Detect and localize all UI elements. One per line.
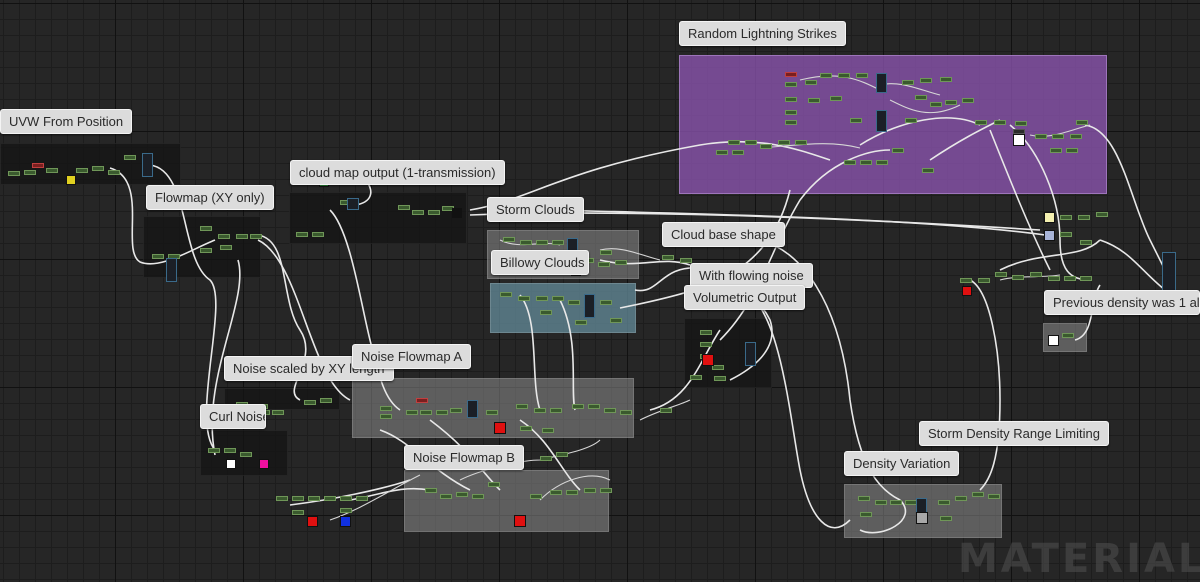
yellow-swatch [66,175,76,185]
comment-title-noise-flowmap-b[interactable]: Noise Flowmap B [404,445,524,470]
material-watermark: MATERIAL [958,536,1200,582]
comment-title-curl-noise[interactable]: Curl Noise [200,404,266,429]
comment-title-cloud-base-shape[interactable]: Cloud base shape [662,222,785,247]
comment-title-billowy-clouds[interactable]: Billowy Clouds [491,250,589,275]
comment-title-flowmap-xy-only[interactable]: Flowmap (XY only) [146,185,274,210]
comment-box-noise-flowmap-a[interactable] [352,378,634,438]
comment-box-random-lightning-strikes[interactable] [679,55,1107,194]
comment-title-volumetric-output[interactable]: Volumetric Output [684,285,806,310]
comment-box-noise-flowmap-b[interactable] [404,470,609,532]
comment-title-random-lightning-strikes[interactable]: Random Lightning Strikes [679,21,846,46]
comment-title-noise-flowmap-a[interactable]: Noise Flowmap A [352,344,472,369]
comment-title-storm-density-range-limiting[interactable]: Storm Density Range Limiting [919,421,1109,446]
comment-title-density-variation[interactable]: Density Variation [844,451,960,476]
comment-title-cloud-map-output[interactable]: cloud map output (1-transmission) [290,160,505,185]
comment-title-uvw-from-position[interactable]: UVW From Position [0,109,133,134]
comment-title-storm-clouds[interactable]: Storm Clouds [487,197,584,222]
comment-title-previous-density[interactable]: Previous density was 1 al [1044,290,1200,315]
